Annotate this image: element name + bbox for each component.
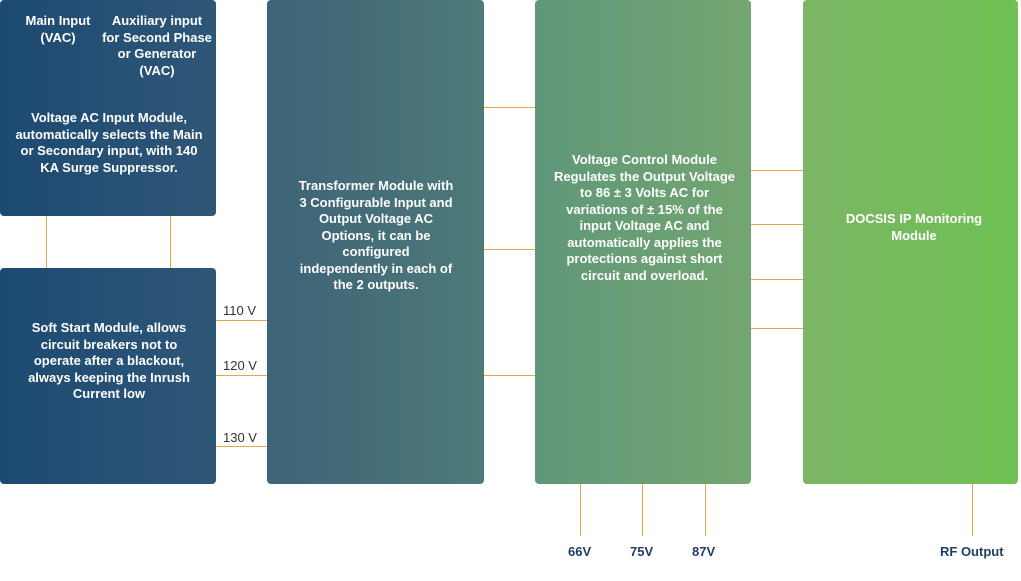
connector-main-to-soft-start: [46, 216, 47, 268]
connector-aux-to-soft-start: [170, 216, 171, 268]
output-voltage-75v: 75V: [630, 544, 654, 559]
connector-control-docsis-4: [751, 328, 803, 329]
connector-control-docsis-1: [751, 170, 803, 171]
connector-transformer-control-2: [484, 249, 535, 250]
docsis-monitoring-module: DOCSIS IP Monitoring Module: [803, 0, 1018, 484]
docsis-description: DOCSIS IP Monitoring Module: [845, 211, 983, 243]
rf-output-label: RF Output: [940, 544, 1004, 559]
connector-control-docsis-3: [751, 279, 803, 280]
ac-input-description: Voltage AC Input Module, automatically s…: [15, 110, 203, 175]
input-voltage-120: 120 V: [223, 358, 257, 373]
transformer-description: Transformer Module with 3 Configurable I…: [298, 178, 454, 292]
main-input-label: Main Input (VAC): [25, 13, 91, 45]
connector-control-docsis-2: [751, 224, 803, 225]
connector-output-75v: [642, 484, 643, 536]
input-voltage-130: 130 V: [223, 430, 257, 445]
output-voltage-87v: 87V: [692, 544, 716, 559]
output-voltage-66v: 66V: [568, 544, 592, 559]
soft-start-module: Soft Start Module, allows circuit breake…: [0, 268, 216, 484]
connector-output-87v: [705, 484, 706, 536]
input-voltage-110: 110 V: [223, 303, 257, 318]
connector-rf-output: [972, 484, 973, 536]
ac-input-module: Main Input (VAC) Auxiliary input for Sec…: [0, 0, 216, 216]
soft-start-description: Soft Start Module, allows circuit breake…: [28, 320, 190, 401]
auxiliary-input-label: Auxiliary input for Second Phase or Gene…: [102, 13, 212, 78]
connector-120v: [216, 375, 267, 376]
connector-transformer-control-3: [484, 375, 535, 376]
connector-110v: [216, 320, 267, 321]
connector-output-66v: [580, 484, 581, 536]
voltage-control-description: Voltage Control Module Regulates the Out…: [553, 152, 736, 283]
transformer-module: Transformer Module with 3 Configurable I…: [267, 0, 484, 484]
connector-130v: [216, 446, 267, 447]
voltage-control-module: Voltage Control Module Regulates the Out…: [535, 0, 751, 484]
connector-transformer-control-1: [484, 107, 535, 108]
